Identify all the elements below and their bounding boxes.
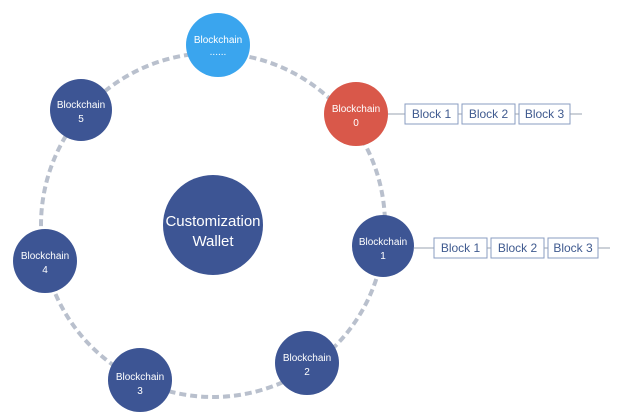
blockchain-node-4-sub: 4 xyxy=(42,265,48,276)
blockchain-node-0: Blockchain 0 xyxy=(324,82,388,146)
blockchain-node-0-label: Blockchain xyxy=(332,104,380,115)
blockchain-node-more-label: Blockchain xyxy=(194,35,242,46)
center-wallet: Customization Wallet xyxy=(163,175,263,275)
chain-row-0-block-2-label: Block 2 xyxy=(469,107,509,121)
blockchain-node-4-label: Blockchain xyxy=(21,251,69,262)
blockchain-node-more-sub: ...... xyxy=(210,47,227,58)
chain-row-1: Block 1 Block 2 Block 3 xyxy=(414,237,610,259)
blockchain-node-1-circle xyxy=(352,215,414,277)
blockchain-node-5-label: Blockchain xyxy=(57,100,105,111)
chain-row-1-block-2-label: Block 2 xyxy=(498,241,538,255)
blockchain-node-3-label: Blockchain xyxy=(116,372,164,383)
blockchain-node-1-sub: 1 xyxy=(380,251,386,262)
blockchain-node-more-circle xyxy=(186,13,250,77)
blockchain-node-4-circle xyxy=(13,229,77,293)
blockchain-node-5: Blockchain 5 xyxy=(50,79,112,141)
blockchain-node-4: Blockchain 4 xyxy=(13,229,77,293)
center-wallet-circle xyxy=(163,175,263,275)
blockchain-node-5-circle xyxy=(50,79,112,141)
blockchain-node-2-circle xyxy=(275,331,339,395)
blockchain-node-1-label: Blockchain xyxy=(359,237,407,248)
chain-row-0-block-1-label: Block 1 xyxy=(412,107,452,121)
blockchain-node-0-sub: 0 xyxy=(353,118,359,129)
blockchain-node-2-label: Blockchain xyxy=(283,353,331,364)
chain-row-1-block-1-label: Block 1 xyxy=(441,241,481,255)
blockchain-node-3: Blockchain 3 xyxy=(108,348,172,412)
blockchain-node-2: Blockchain 2 xyxy=(275,331,339,395)
blockchain-node-1: Blockchain 1 xyxy=(352,215,414,277)
blockchain-node-3-circle xyxy=(108,348,172,412)
center-wallet-label-line2: Wallet xyxy=(192,233,234,250)
blockchain-node-0-circle xyxy=(324,82,388,146)
chain-row-1-block-3-label: Block 3 xyxy=(553,241,593,255)
blockchain-node-more: Blockchain ...... xyxy=(186,13,250,77)
blockchain-node-3-sub: 3 xyxy=(137,386,143,397)
blockchain-node-5-sub: 5 xyxy=(78,114,84,125)
blockchain-node-2-sub: 2 xyxy=(304,367,310,378)
center-wallet-label-line1: Customization xyxy=(165,213,260,230)
chain-row-0: Block 1 Block 2 Block 3 xyxy=(388,103,582,125)
chain-row-0-block-3-label: Block 3 xyxy=(525,107,565,121)
